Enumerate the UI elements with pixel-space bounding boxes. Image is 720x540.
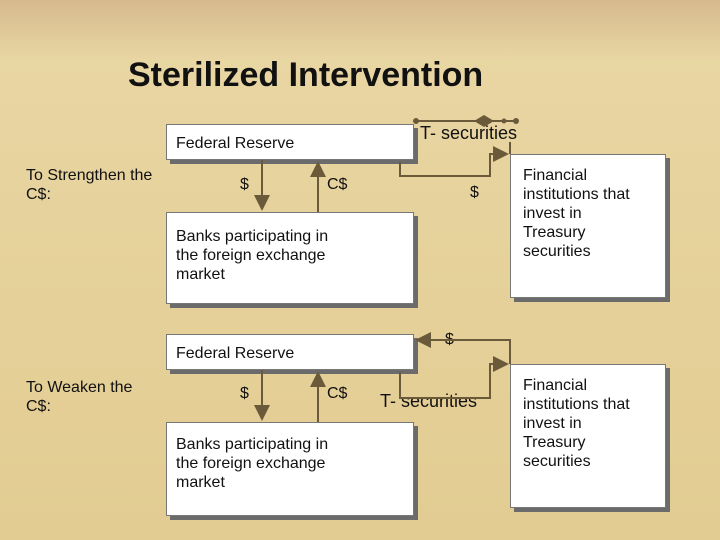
arrow-financial-to-fed-bottom xyxy=(415,332,511,364)
t-securities-label-top: T- securities xyxy=(420,123,518,143)
cdollar-label-top: C$ xyxy=(327,176,348,193)
federal-reserve-label: Federal Reserve xyxy=(176,135,295,152)
banks-label: Banks participating in the foreign excha… xyxy=(176,228,329,283)
financial-institutions-box-top: Financial institutions that invest in Tr… xyxy=(510,154,666,298)
financial-institutions-box-bottom: Financial institutions that invest in Tr… xyxy=(510,364,666,508)
federal-reserve-box-top: Federal Reserve xyxy=(166,124,414,160)
strengthen-label: To Strengthen the C$: xyxy=(26,167,153,203)
dollar-label-left-top: $ xyxy=(240,176,249,193)
cdollar-label-bottom: C$ xyxy=(327,385,348,402)
financial-institutions-label: Financial institutions that invest in Tr… xyxy=(523,167,630,260)
dollar-label-left-bottom: $ xyxy=(240,385,249,402)
slide-title: Sterilized Intervention xyxy=(128,56,484,94)
t-securities-label-bottom: T- securities xyxy=(380,391,478,411)
arrow-fed-to-financial-top xyxy=(399,146,509,177)
banks-box-top: Banks participating in the foreign excha… xyxy=(166,212,414,304)
ornament-icon xyxy=(413,115,519,127)
dollar-label-right-top: $ xyxy=(470,184,479,201)
banks-box-bottom: Banks participating in the foreign excha… xyxy=(166,422,414,516)
weaken-label: To Weaken the C$: xyxy=(26,379,133,415)
banks-label: Banks participating in the foreign excha… xyxy=(176,436,329,491)
federal-reserve-box-bottom: Federal Reserve xyxy=(166,334,414,370)
financial-institutions-label: Financial institutions that invest in Tr… xyxy=(523,377,630,470)
arrow-fed-to-financial-bottom xyxy=(399,356,509,399)
stamp-background xyxy=(0,0,720,60)
federal-reserve-label: Federal Reserve xyxy=(176,345,295,362)
